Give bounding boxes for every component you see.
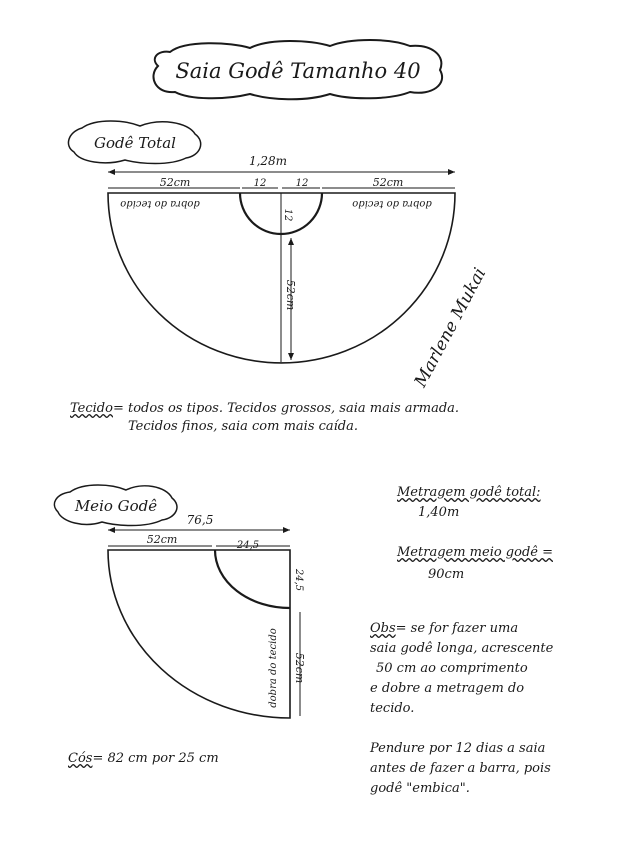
total-right-waist: 12 [296,178,309,189]
obs-line-4: e dobre a metragem do [370,681,525,696]
title-cloud [152,39,443,101]
total-length: 52cm [284,280,297,311]
half-label: Meio Godê [74,497,157,515]
total-left-waist: 12 [254,178,267,189]
half-quarter-piece [107,549,291,719]
total-label: Godê Total [94,134,176,152]
hang-line-1: Pendure por 12 dias a saia [370,741,546,756]
half-waist: 24,5 [236,540,259,551]
half-waist-depth: 24,5 [293,568,304,591]
yardage-half-value: 90cm [428,567,465,582]
hang-line-2: antes de fazer a barra, pois [370,761,551,776]
fabric-heading: Tecido [70,401,113,416]
half-width: 52cm [147,533,178,546]
total-right-width: 52cm [373,176,404,189]
half-length: 52cm [293,653,306,684]
fabric-note-line2: Tecidos finos, saia com mais caída. [128,419,359,434]
waistband-heading: Cós [68,751,93,766]
yardage-total-label: Metragem godê total: [397,485,541,500]
half-fold: dobra do tecido [268,628,279,708]
waistband-note: Cós= 82 cm por 25 cm [68,752,219,765]
yardage-half-label: Metragem meio godê = [397,545,553,560]
half-waist-curve [213,549,291,610]
waistband-text: = 82 cm por 25 cm [92,751,219,766]
obs-line-1: Obs= se for fazer uma [370,621,519,636]
fabric-text1: = todos os tipos. Tecidos grossos, saia … [112,401,460,416]
half-overall-width: 76,5 [187,513,214,527]
total-label-cloud [67,120,202,165]
half-label-cloud [53,484,178,527]
total-fold-left: dobra do tecido [120,198,200,209]
yardage-total-value: 1,40m [418,505,460,520]
obs-line-3: 50 cm ao comprimento [376,661,528,676]
total-left-width: 52cm [160,176,191,189]
signature: Marlene Mukai [410,265,490,392]
total-fold-right: dobra do tecido [352,198,432,209]
obs-line-5: tecido. [370,701,415,716]
total-overall-width: 1,28m [249,154,287,168]
fabric-note-line1: Tecido= todos os tipos. Tecidos grossos,… [70,402,459,415]
total-circle-piece [107,192,456,364]
page-title: Saia Godê Tamanho 40 [175,59,420,83]
obs-line-2: saia godê longa, acrescente [370,641,554,656]
total-waist-depth: 12 [282,209,293,222]
hang-line-3: godê "embica". [370,781,470,796]
